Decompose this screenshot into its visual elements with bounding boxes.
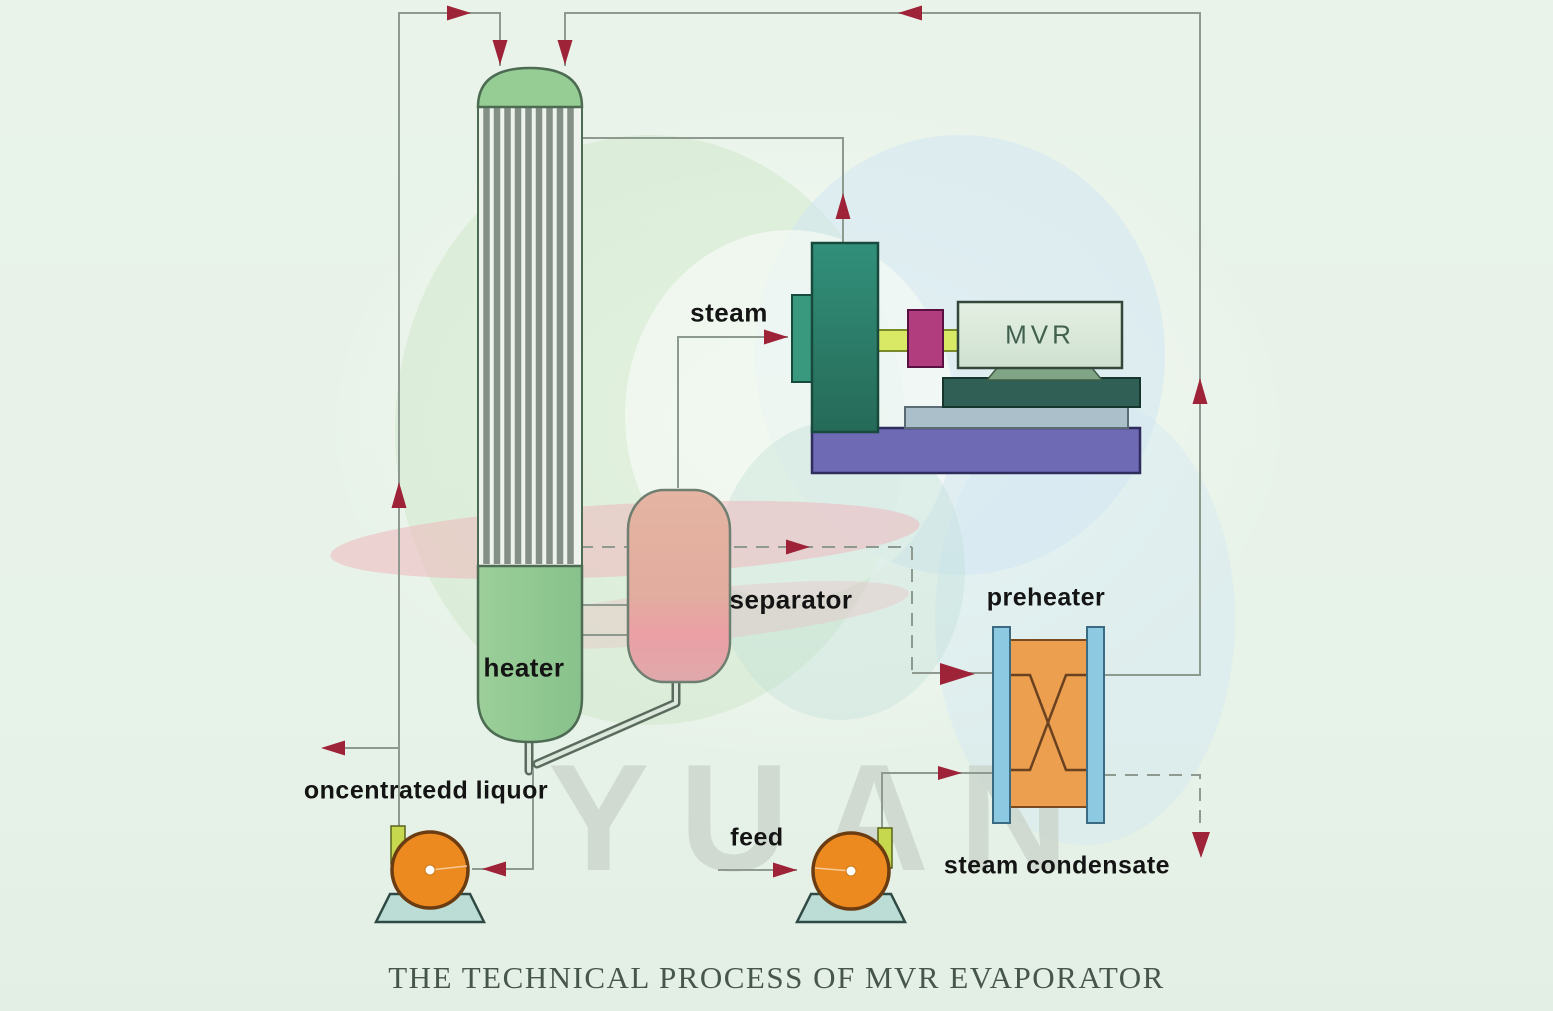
watermark-text: YUAN — [548, 733, 1099, 903]
flow-arrows — [321, 5, 1210, 878]
heater-label: heater — [483, 652, 565, 683]
arrow-vapor-right — [786, 539, 810, 555]
arrow-feed-into-preheater — [938, 766, 962, 780]
steam-label: steam — [690, 297, 768, 328]
mvr-unit-label: MVR — [1005, 319, 1075, 350]
feed-label: feed — [730, 823, 784, 852]
arrow-top-run-left — [898, 5, 922, 21]
preheater-label: preheater — [986, 583, 1106, 612]
logo-teal-swirl — [715, 420, 965, 720]
preheater-exchanger — [992, 626, 1105, 824]
separator-label: separator — [729, 584, 853, 615]
compressor-body — [810, 241, 880, 434]
preheated-feed-line — [564, 12, 1201, 676]
arrow-steam-right — [764, 329, 788, 345]
concentrated-liquor-label: oncentratedd liquor — [303, 776, 549, 805]
steam-condensate-label: steam condensate — [943, 851, 1171, 880]
steam-suction-line — [677, 336, 788, 488]
base-skid — [810, 426, 1142, 475]
heater-vessel — [476, 66, 584, 744]
preheater-left-header — [992, 626, 1011, 824]
pump-hub — [424, 864, 436, 876]
concentrated-liquor-pump — [373, 825, 487, 924]
arrow-liquor-out-left — [321, 740, 345, 756]
preheater-right-header — [1086, 626, 1105, 824]
arrow-feed-right — [773, 862, 797, 878]
arrow-into-dome-left — [492, 40, 508, 65]
feed-to-preheater-line — [881, 772, 993, 830]
arrow-top-left-right — [447, 5, 471, 21]
mvr-compressor-set — [791, 241, 1142, 475]
arrow-riser-up — [391, 482, 407, 508]
heater-top-dome — [476, 66, 584, 109]
preheater-pass-2 — [1010, 673, 1087, 772]
arrow-suction-left — [482, 861, 506, 877]
feed-pump — [794, 827, 908, 924]
heater-bottom-body — [476, 564, 584, 744]
motor-box — [956, 300, 1124, 370]
coupling — [907, 309, 944, 368]
compressor-discharge-line — [582, 137, 844, 243]
arrow-into-dome-right — [557, 40, 573, 65]
compressor-inlet-block — [791, 294, 813, 383]
pump-hub — [845, 865, 857, 877]
motor-foot — [985, 367, 1104, 381]
diagram-title: THE TECHNICAL PROCESS OF MVR EVAPORATOR — [388, 960, 1165, 995]
platform-lower — [904, 406, 1129, 429]
separator-vessel — [626, 488, 732, 684]
arrow-discharge-up — [835, 193, 851, 219]
arrow-condensate-down — [1192, 832, 1210, 858]
heater-tubes — [483, 108, 574, 564]
condensate-line-dashed — [1103, 774, 1201, 828]
arrow-into-preheater-big — [940, 663, 975, 685]
platform-upper — [942, 377, 1141, 408]
arrow-right-riser-up — [1192, 378, 1208, 404]
